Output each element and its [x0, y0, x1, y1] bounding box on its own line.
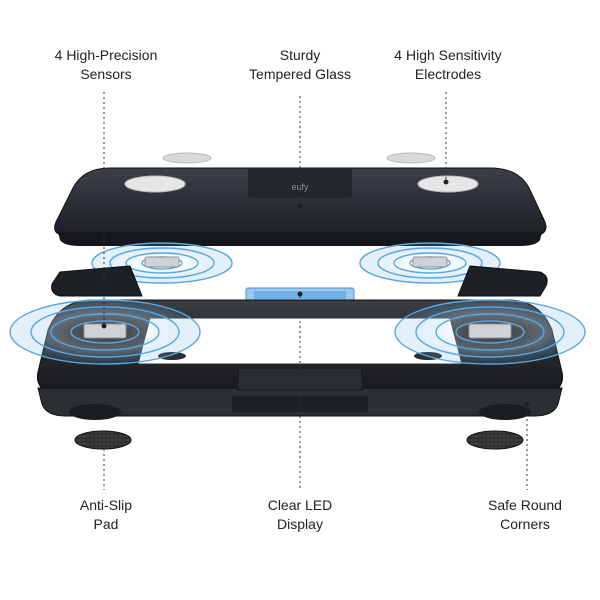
- front-electrode-right: [417, 175, 479, 193]
- leader-lines: [103, 92, 528, 490]
- anti-slip-pad-left: [74, 430, 132, 450]
- label-glass: Sturdy Tempered Glass: [220, 46, 380, 84]
- label-electrodes-line1: 4 High Sensitivity: [394, 47, 502, 63]
- label-sensors-line2: Sensors: [80, 66, 132, 82]
- rear-electrode-right: [386, 152, 436, 164]
- corner-piece-right: [457, 265, 548, 297]
- label-electrodes-line2: Electrodes: [414, 66, 482, 82]
- front-electrode-left: [124, 175, 186, 193]
- anti-slip-pad-right: [466, 430, 524, 450]
- rear-electrode-left: [162, 152, 212, 164]
- label-glass-line1: Sturdy: [279, 47, 321, 63]
- leader-dots: [101, 179, 530, 407]
- label-electrodes: 4 High Sensitivity Electrodes: [368, 46, 528, 84]
- sensor-bottom-right: [468, 323, 512, 339]
- label-display: Clear LED Display: [220, 496, 380, 534]
- label-display-line1: Clear LED: [267, 497, 333, 513]
- label-corners-line2: Corners: [500, 516, 550, 532]
- corner-piece-left: [51, 265, 143, 297]
- sensor-top-right: [412, 256, 448, 268]
- label-pad-line2: Pad: [93, 516, 119, 532]
- label-sensors-line1: 4 High-Precision: [54, 47, 158, 63]
- label-glass-line2: Tempered Glass: [249, 66, 351, 82]
- label-pad-line1: Anti-Slip: [79, 497, 133, 513]
- label-corners-line1: Safe Round: [488, 497, 562, 513]
- label-pad: Anti-Slip Pad: [26, 496, 186, 534]
- sensor-top-left: [144, 256, 180, 268]
- label-display-line2: Display: [277, 516, 323, 532]
- label-corners: Safe Round Corners: [445, 496, 600, 534]
- label-sensors: 4 High-Precision Sensors: [26, 46, 186, 84]
